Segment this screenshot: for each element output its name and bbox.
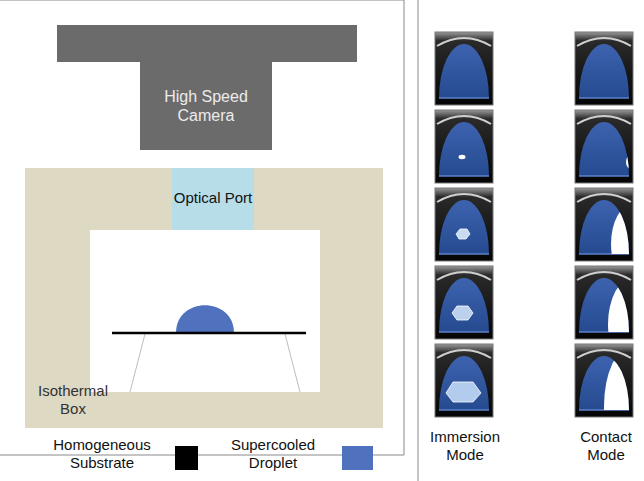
node-label: Isothermal Box	[29, 376, 117, 424]
optical-port: Optical Port	[172, 168, 254, 230]
legend-swatch	[175, 446, 198, 470]
droplet	[176, 305, 234, 333]
legend-text: Supercooled Droplet	[214, 436, 332, 472]
node-label: High Speed Camera	[140, 62, 272, 150]
chamber	[90, 230, 320, 392]
camera-box: High Speed Camera	[57, 25, 357, 152]
node-label: Optical Port	[172, 168, 254, 228]
camera-shape	[57, 25, 357, 150]
mode-label: Contact Mode	[566, 428, 644, 464]
legend-text: Homogeneous Substrate	[36, 436, 168, 472]
isothermal-box: Isothermal Box Optical Port	[25, 168, 383, 428]
legend-swatch	[342, 446, 373, 470]
mode-label: Immersion Mode	[425, 428, 505, 464]
substrate	[112, 332, 306, 335]
isothermal-box-shape	[25, 168, 383, 428]
